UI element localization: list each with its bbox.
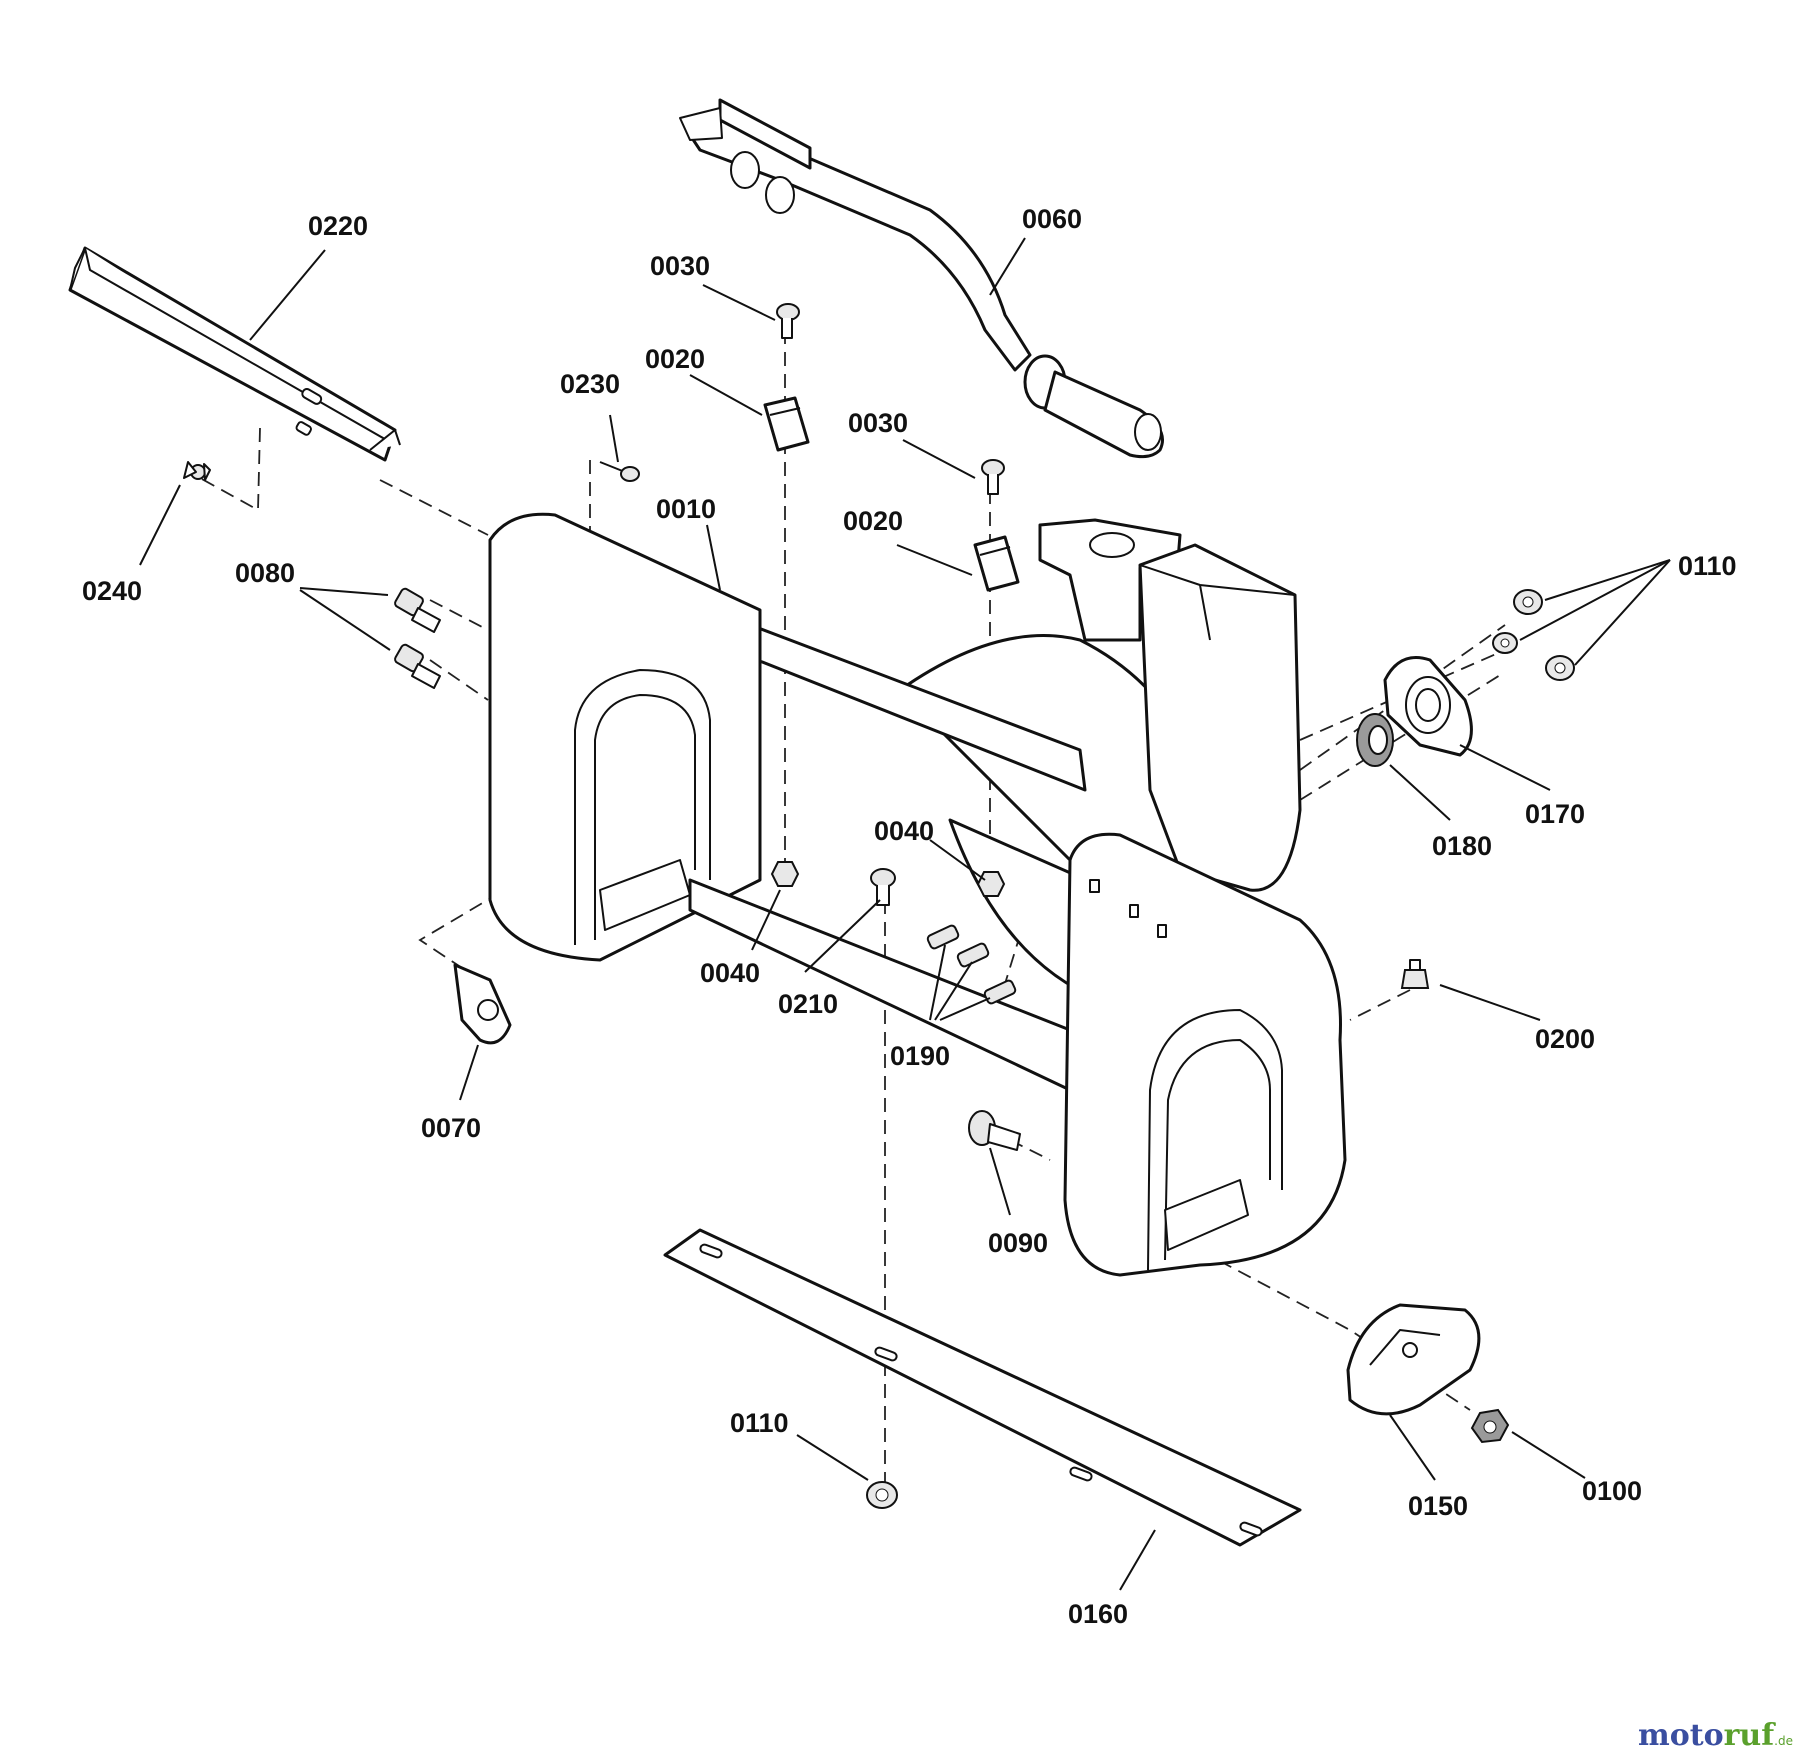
- part-0060-handle: [679, 98, 1164, 459]
- part-0240-wing-nut: [183, 461, 211, 481]
- part-0080-bolts: [394, 587, 441, 689]
- part-0210-bolt: [870, 868, 896, 906]
- label-0210: 0210: [778, 989, 838, 1019]
- label-0230: 0230: [560, 369, 620, 399]
- part-labels: 0220 0060 0030 0020 0230 0010 0030 0020 …: [82, 204, 1737, 1629]
- part-0150-skid-shoe: [1346, 1303, 1481, 1416]
- label-0190: 0190: [890, 1041, 950, 1071]
- svg-text:motoruf.de: motoruf.de: [1638, 1718, 1793, 1753]
- label-0180: 0180: [1432, 831, 1492, 861]
- part-0020-clip-a: [763, 396, 810, 452]
- label-0040-a: 0040: [874, 816, 934, 846]
- part-0200-fastener: [1400, 959, 1430, 989]
- part-0030-screw-b: [981, 459, 1005, 495]
- label-0100: 0100: [1582, 1476, 1642, 1506]
- label-0070: 0070: [421, 1113, 481, 1143]
- label-0110-bottom: 0110: [730, 1408, 789, 1438]
- label-0080: 0080: [235, 558, 295, 588]
- label-0020-b: 0020: [843, 506, 903, 536]
- label-0200: 0200: [1535, 1024, 1595, 1054]
- part-0040-nut-a: [770, 861, 800, 887]
- label-0020-a: 0020: [645, 344, 705, 374]
- part-0110-washers: [1492, 589, 1575, 681]
- label-0060: 0060: [1022, 204, 1082, 234]
- label-0040-b: 0040: [700, 958, 760, 988]
- part-0020-clip-b: [973, 535, 1020, 592]
- label-0240: 0240: [82, 576, 142, 606]
- watermark-part1: moto: [1638, 1718, 1724, 1753]
- part-0010-housing: [488, 512, 1347, 1277]
- part-0170-flange: [1383, 656, 1473, 757]
- label-0010: 0010: [656, 494, 716, 524]
- part-0090-bolt: [968, 1110, 1021, 1151]
- part-0160-scraper-bar: [663, 1228, 1302, 1547]
- label-0170: 0170: [1525, 799, 1585, 829]
- part-0110-washer-bottom: [866, 1481, 898, 1509]
- watermark-logo: motoruf.de: [1638, 1718, 1793, 1753]
- label-0160: 0160: [1068, 1599, 1128, 1629]
- part-0230-pin: [599, 461, 640, 482]
- part-0190-bolts: [926, 924, 1017, 1005]
- label-0090: 0090: [988, 1228, 1048, 1258]
- part-0220-rail: [68, 246, 401, 462]
- label-0030-b: 0030: [848, 408, 908, 438]
- part-0100-nut: [1470, 1408, 1510, 1444]
- watermark-suffix: .de: [1774, 1734, 1793, 1748]
- label-0110-right: 0110: [1678, 551, 1737, 581]
- part-0030-screw-a: [776, 303, 800, 339]
- label-0220: 0220: [308, 211, 368, 241]
- label-0030-a: 0030: [650, 251, 710, 281]
- watermark-part2: ruf: [1724, 1718, 1777, 1753]
- label-0150: 0150: [1408, 1491, 1468, 1521]
- part-0180-bearing: [1356, 713, 1394, 767]
- part-0070-plate: [453, 963, 512, 1045]
- part-0040-nut-b: [976, 871, 1006, 897]
- leader-lines: [139, 237, 1671, 1591]
